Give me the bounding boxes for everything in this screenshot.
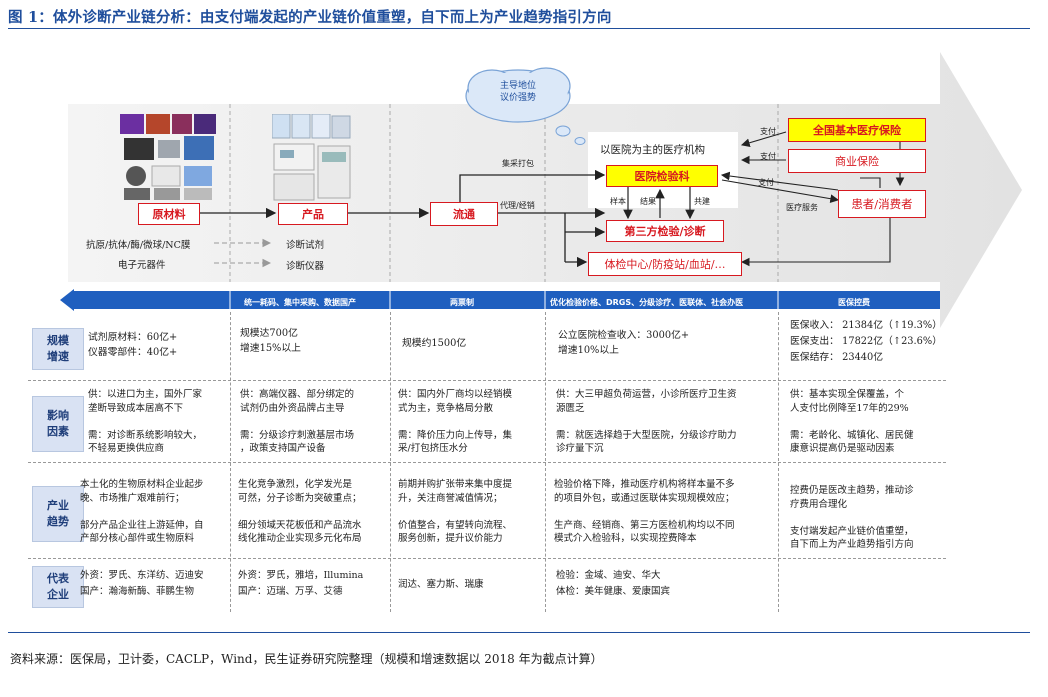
edge-medical-service: 医疗服务 bbox=[786, 203, 818, 212]
product-output-1: 诊断试剂 bbox=[286, 240, 325, 251]
row-sep-3 bbox=[28, 558, 946, 559]
cell-companies-raw: 外资：罗氏、东洋纺、迈迪安 国产：瀚海新酶、菲鹏生物 bbox=[80, 570, 204, 597]
row-sep-2 bbox=[28, 462, 946, 463]
cell-factors-product: 供：高端仪器、部分绑定的 试剂仍由外资品牌占主导 需：分级诊疗刺激基层市场 ，政… bbox=[240, 389, 355, 454]
product-images bbox=[271, 113, 352, 202]
band-label-3: 优化检验价格、DRGS、分级诊疗、医联体、社会办医 bbox=[550, 298, 744, 307]
cell-trends-payer: 控费仍是医改主趋势，推动诊 疗费用合理化 支付端发起产业链价值重塑， 自下而上为… bbox=[790, 485, 914, 550]
hospital-institutions-label: 以医院为主的医疗机构 bbox=[600, 144, 705, 156]
row-header-scale: 规模 增速 bbox=[32, 328, 84, 370]
cell-factors-payer: 供：基本实现全保覆盖，个 人支付比例降至17年的29% 需：老龄化、城镇化、居民… bbox=[790, 389, 914, 454]
edge-joint-build: 共建 bbox=[694, 197, 710, 206]
node-commercial-insurance: 商业保险 bbox=[788, 149, 926, 173]
edge-agent-distribution: 代理/经销 bbox=[500, 201, 535, 210]
figure-title: 图 1：体外诊断产业链分析：由支付端发起的产业链价值重塑，自下而上为产业趋势指引… bbox=[8, 9, 612, 26]
raw-input-2: 电子元器件 bbox=[118, 260, 166, 271]
cell-trends-distribution: 前期并购扩张带来集中度提 升，关注商誉减值情况； 价值整合，有望转向流程、 服务… bbox=[398, 479, 513, 544]
node-distribution: 流通 bbox=[430, 202, 498, 226]
cell-factors-distribution: 供：国内外厂商均以经销模 式为主，竞争格局分散 需：降价压力向上传导，集 采/打… bbox=[398, 389, 513, 454]
product-output-2: 诊断仪器 bbox=[286, 261, 325, 272]
node-third-party-lab: 第三方检验/诊断 bbox=[606, 220, 724, 242]
band-label-1: 统一耗码、集中采购、数据国产 bbox=[244, 298, 356, 307]
source-rule bbox=[8, 632, 1030, 633]
cell-scale-product: 规模达700亿 增速15%以上 bbox=[240, 328, 301, 354]
title-rule bbox=[8, 28, 1030, 29]
edge-centralized-purchase: 集采打包 bbox=[502, 159, 534, 168]
node-physical-exam-centers: 体检中心/防疫站/血站/… bbox=[588, 252, 742, 276]
row-header-companies: 代表 企业 bbox=[32, 566, 84, 608]
cloud-label: 主导地位 议价强势 bbox=[499, 81, 536, 103]
raw-input-1: 抗原/抗体/酶/微球/NC膜 bbox=[86, 240, 191, 251]
cell-companies-hospital: 检验：金域、迪安、华大 体检：美年健康、爱康国宾 bbox=[556, 570, 671, 597]
edge-pay-3: 支付 bbox=[758, 178, 774, 187]
edge-pay-1: 支付 bbox=[760, 127, 776, 136]
node-products: 产品 bbox=[278, 203, 348, 225]
band-label-2: 两票制 bbox=[450, 298, 474, 307]
row-header-trends: 产业 趋势 bbox=[32, 486, 84, 542]
edge-pay-2: 支付 bbox=[760, 152, 776, 161]
cell-scale-raw: 试剂原材料：60亿+ 仪器零部件：40亿+ bbox=[88, 332, 178, 358]
cell-factors-hospital: 供：大三甲超负荷运营，小诊所医疗卫生资 源匮乏 需：就医选择趋于大型医院，分级诊… bbox=[556, 389, 737, 454]
cell-scale-payer: 医保收入： 21384亿（↑19.3%） 医保支出： 17822亿（↑23.6%… bbox=[790, 320, 942, 363]
node-hospital-lab: 医院检验科 bbox=[606, 165, 718, 187]
cell-trends-raw: 本土化的生物原材料企业起步 晚、市场推广艰难前行； 部分产品企业往上游延伸，自 … bbox=[80, 479, 204, 544]
cell-scale-distribution: 规模约1500亿 bbox=[402, 338, 467, 349]
cell-trends-product: 生化竞争激烈，化学发光是 可然，分子诊断为突破重点； 细分领域天花板低和产品流水… bbox=[238, 479, 362, 544]
cell-companies-distribution: 润达、塞力斯、瑞康 bbox=[398, 579, 484, 590]
cell-scale-hospital: 公立医院检查收入：3000亿+ 增速10%以上 bbox=[558, 330, 690, 356]
band-label-4: 医保控费 bbox=[838, 298, 870, 307]
cell-companies-product: 外资：罗氏，雅培，Illumina 国产：迈瑞、万孚、艾德 bbox=[238, 570, 364, 597]
cell-factors-raw: 供：以进口为主，国外厂家 垄断导致成本居高不下 需：对诊断系统影响较大， 不轻易… bbox=[88, 389, 203, 454]
cloud-shape bbox=[465, 67, 586, 145]
raw-material-images bbox=[118, 114, 218, 202]
node-national-insurance: 全国基本医疗保险 bbox=[788, 118, 926, 142]
policy-band bbox=[60, 289, 940, 311]
cell-trends-hospital: 检验价格下降，推动医疗机构将样本量不多 的项目外包，或通过医联体实现规模效应； … bbox=[554, 479, 735, 544]
edge-result: 结果 bbox=[640, 197, 656, 206]
node-raw-materials: 原材料 bbox=[138, 203, 200, 225]
edge-sample: 样本 bbox=[610, 197, 626, 206]
row-sep-1 bbox=[28, 380, 946, 381]
source-note: 资料来源：医保局，卫计委，CACLP，Wind，民生证券研究院整理（规模和增速数… bbox=[10, 652, 603, 666]
row-header-factors: 影响 因素 bbox=[32, 396, 84, 452]
node-patients: 患者/消费者 bbox=[838, 190, 926, 218]
